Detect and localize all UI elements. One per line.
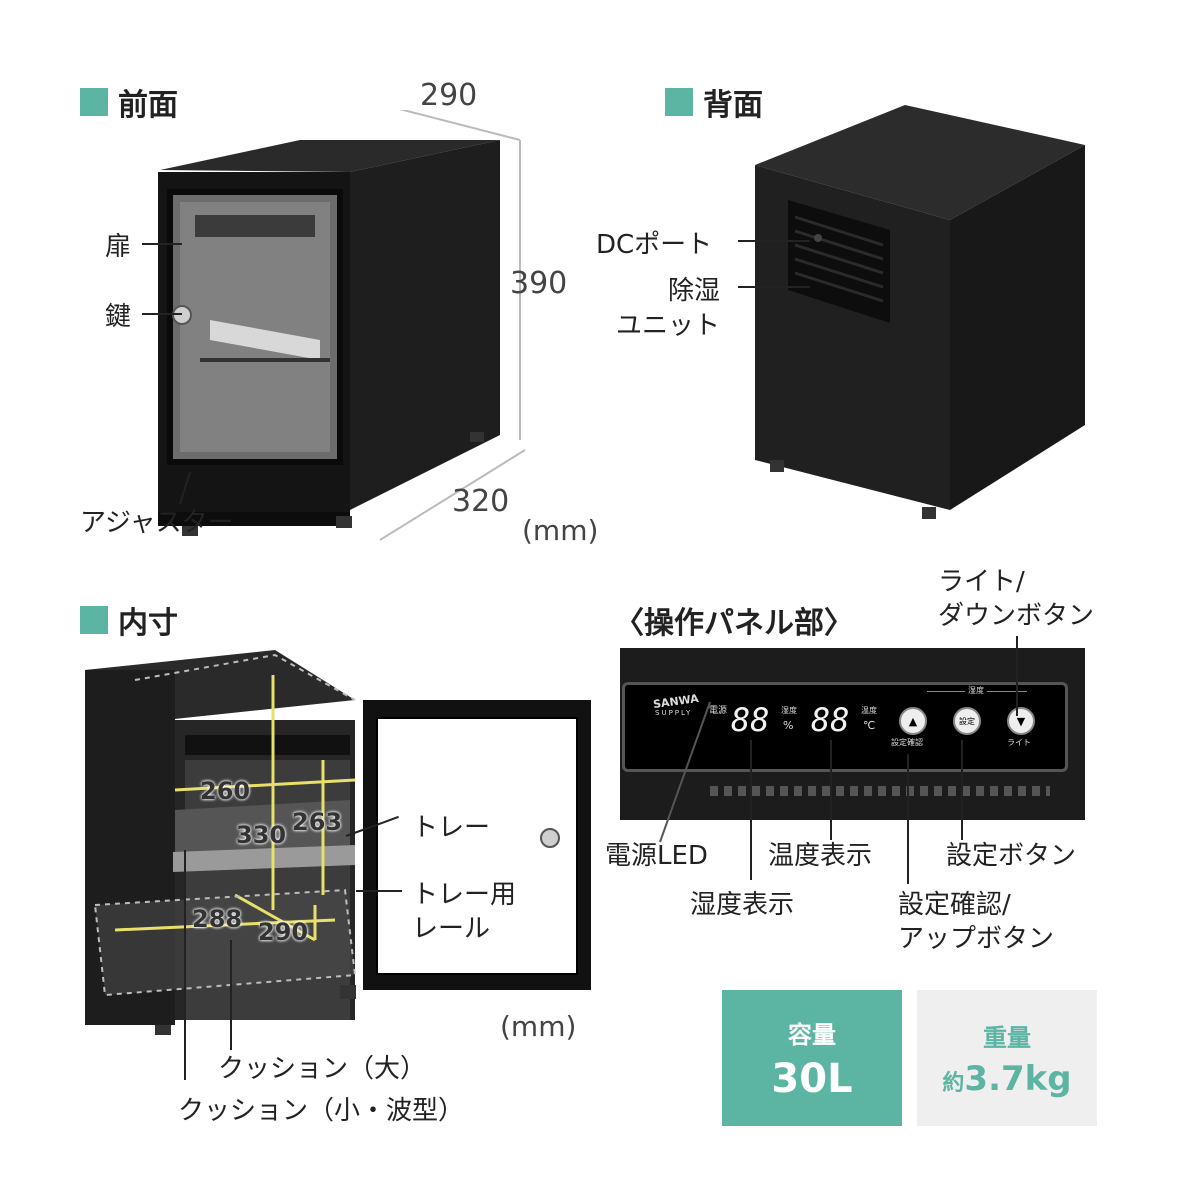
label-adjuster: アジャスター <box>80 508 234 538</box>
unit-mm-interior: (mm) <box>500 1010 577 1043</box>
leader-confirm-button <box>907 754 909 884</box>
interior-cabinet-illustration <box>85 650 591 1035</box>
weight-line: 約3.7kg <box>942 1059 1071 1099</box>
leader-key <box>142 313 182 315</box>
label-key: 鍵 <box>105 302 132 332</box>
callout-power-led: 電源LED <box>605 841 708 871</box>
section-title-front: 前面 <box>80 80 178 124</box>
leader-light-button <box>1016 636 1018 716</box>
callout-light-line1: ライト/ <box>938 567 1025 597</box>
front-cabinet-illustration <box>158 110 526 541</box>
down-button-label: ライト <box>1007 738 1031 747</box>
capacity-label: 容量 <box>788 1020 836 1049</box>
temperature-display: 88 <box>811 701 850 739</box>
leader-dehumid-unit <box>738 286 810 288</box>
panel-vent-strip <box>710 786 1050 796</box>
leader-temperature-display <box>830 740 832 840</box>
leader-door <box>142 243 182 245</box>
label-dc-port: DCポート <box>596 230 713 260</box>
label-dehumid-unit-line2: ユニット <box>616 311 721 341</box>
callout-set-button: 設定ボタン <box>946 841 1077 871</box>
label-rail-line2: レール <box>412 914 491 944</box>
button-group-label: 湿度 <box>965 685 987 696</box>
section-title-panel: 〈操作パネル部〉 <box>614 606 854 641</box>
section-title-interior: 内寸 <box>80 598 178 642</box>
triangle-down-icon: ▼ <box>1016 714 1026 728</box>
dimension-330: 330 <box>236 821 287 849</box>
weight-value: 3.7kg <box>964 1058 1072 1099</box>
leader-adjuster <box>179 471 191 505</box>
temperature-unit-label: 温度 <box>861 706 877 715</box>
leader-rail <box>356 890 402 892</box>
dimension-260: 260 <box>200 777 251 805</box>
control-panel-photo: SANWA SUPPLY 電源 88 湿度 % 88 温度 ℃ 湿度 ▲ 設定確… <box>620 648 1085 820</box>
label-cushion-large: クッション（大） <box>218 1054 427 1084</box>
callout-confirm-line1: 設定確認/ <box>898 890 1011 920</box>
back-cabinet-illustration <box>755 105 1085 519</box>
section-title-back: 背面 <box>665 80 763 124</box>
capacity-value: 30L <box>771 1055 853 1102</box>
leader-cushion-small <box>184 850 186 1080</box>
humidity-unit-label: 湿度 <box>781 706 797 715</box>
humidity-display: 88 <box>731 701 770 739</box>
callout-temperature-display: 温度表示 <box>768 841 873 871</box>
power-led-label: 電源 <box>709 706 728 716</box>
label-door: 扉 <box>105 232 132 262</box>
leader-power-led <box>659 701 711 843</box>
leader-set-button <box>961 740 963 840</box>
up-button-label: 設定確認 <box>891 738 923 747</box>
set-button[interactable]: 設定 <box>953 707 981 735</box>
dimension-height: 390 <box>510 266 568 301</box>
callout-confirm-line2: アップボタン <box>898 924 1055 954</box>
weight-label: 重量 <box>983 1023 1031 1052</box>
unit-mm-front: (mm) <box>522 514 599 547</box>
label-cushion-small: クッション（小・波型） <box>178 1096 465 1126</box>
up-button[interactable]: ▲ <box>899 707 927 735</box>
capacity-box: 容量 30L <box>722 990 902 1126</box>
accent-square <box>80 88 108 116</box>
dimension-290: 290 <box>258 918 309 946</box>
dimension-263: 263 <box>292 808 343 836</box>
callout-light-line2: ダウンボタン <box>938 601 1095 631</box>
dimension-depth: 320 <box>452 484 510 519</box>
control-panel-face: SANWA SUPPLY 電源 88 湿度 % 88 温度 ℃ 湿度 ▲ 設定確… <box>622 682 1068 772</box>
dimension-width: 290 <box>420 78 478 113</box>
triangle-up-icon: ▲ <box>908 714 918 728</box>
humidity-unit: % <box>783 719 794 732</box>
label-tray: トレー <box>412 813 491 843</box>
leader-cushion-large <box>230 940 232 1050</box>
weight-prefix: 約 <box>942 1070 965 1096</box>
accent-square <box>80 606 108 634</box>
callout-humidity-display: 湿度表示 <box>690 890 795 920</box>
brand-logo-sub: SUPPLY <box>655 709 693 717</box>
leader-dc-port <box>738 240 810 242</box>
label-rail-line1: トレー用 <box>412 880 517 910</box>
label-dehumid-unit-line1: 除湿 <box>668 276 721 306</box>
down-button[interactable]: ▼ <box>1007 707 1035 735</box>
leader-humidity-display <box>750 740 752 880</box>
weight-box: 重量 約3.7kg <box>917 990 1097 1126</box>
temperature-unit: ℃ <box>863 719 876 732</box>
accent-square <box>665 88 693 116</box>
dimension-288: 288 <box>192 905 243 933</box>
